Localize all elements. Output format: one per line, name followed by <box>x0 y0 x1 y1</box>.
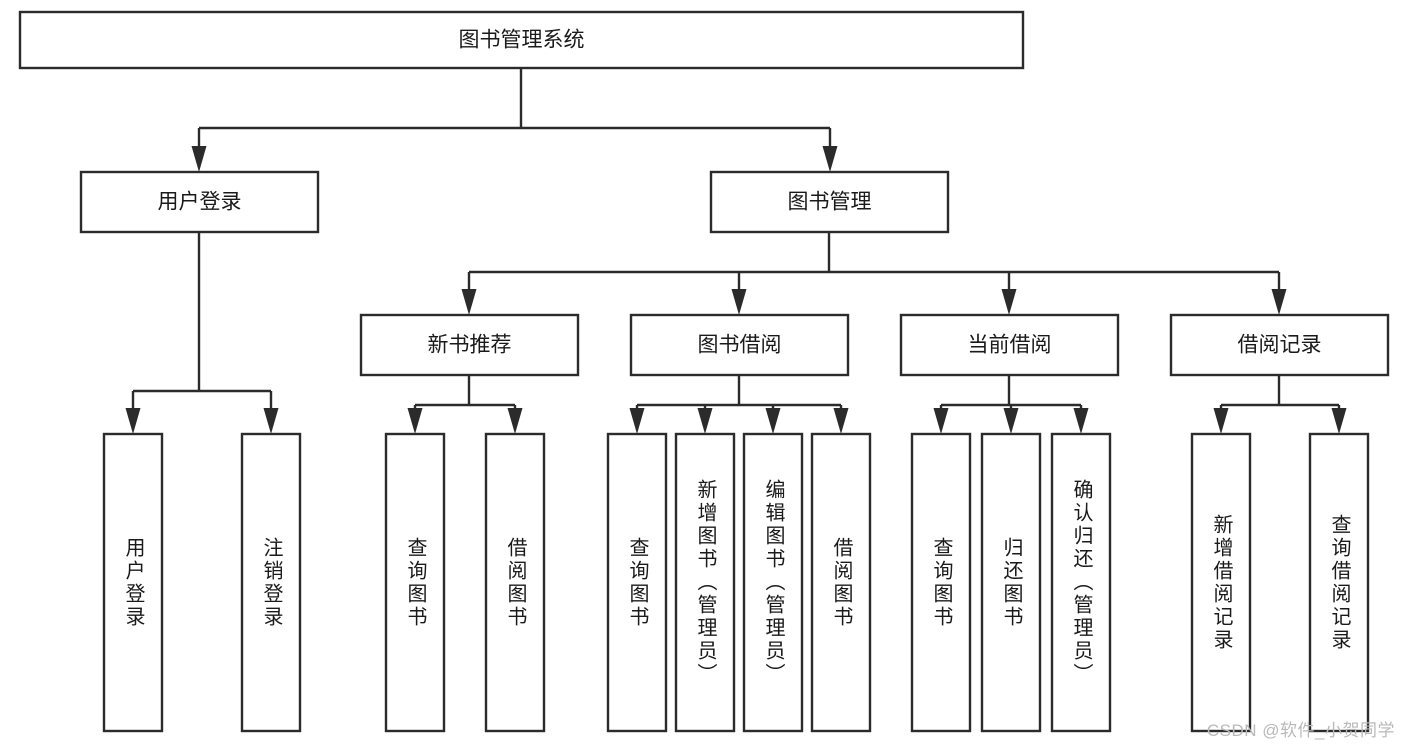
node-label-user-login: 用户登录 <box>158 191 242 214</box>
node-box-root[interactable] <box>18 10 1025 70</box>
conn-borrow-records-to-leaves <box>1213 375 1347 434</box>
arrow-head-icon <box>191 146 207 172</box>
node-box-leaf-borrow-book-rec[interactable] <box>484 432 546 733</box>
conn-new-book-recommend-to-leaves <box>407 375 523 434</box>
node-label-new-book-recommend: 新书推荐 <box>428 334 512 357</box>
node-box-borrow-records[interactable] <box>1169 313 1390 377</box>
node-label-book-management: 图书管理 <box>788 191 872 214</box>
node-box-new-book-recommend[interactable] <box>359 313 580 377</box>
csdn-watermark: CSDN @软件_小贺同学 <box>1206 721 1395 740</box>
conn-root-to-level2 <box>191 68 838 172</box>
arrow-head-icon <box>629 408 645 434</box>
node-box-leaf-query-book-current[interactable] <box>910 432 972 733</box>
arrow-head-icon <box>1331 408 1347 434</box>
arrow-head-icon <box>1003 408 1019 434</box>
node-box-leaf-logout[interactable] <box>240 432 302 733</box>
arrow-head-icon <box>507 408 523 434</box>
arrow-head-icon <box>1271 289 1287 315</box>
connector-layer <box>125 68 1347 434</box>
arrow-head-icon <box>263 408 279 434</box>
arrow-head-icon <box>1001 289 1017 315</box>
arrow-head-icon <box>822 146 838 172</box>
arrow-head-icon <box>407 408 423 434</box>
arrow-head-icon <box>125 408 141 434</box>
node-box-leaf-user-login[interactable] <box>102 432 164 733</box>
node-box-leaf-edit-book[interactable] <box>742 432 804 733</box>
arrow-head-icon <box>765 408 781 434</box>
arrow-head-icon <box>1213 408 1229 434</box>
node-label-borrow-records: 借阅记录 <box>1238 334 1322 357</box>
conn-user-login-to-leaves <box>125 232 279 434</box>
conn-book-borrow-to-leaves <box>629 375 849 434</box>
arrow-head-icon <box>833 408 849 434</box>
node-box-leaf-borrow-book[interactable] <box>810 432 872 733</box>
node-label-book-borrow: 图书借阅 <box>698 334 782 357</box>
conn-book-management-to-level3 <box>461 232 1287 315</box>
node-box-leaf-query-record[interactable] <box>1308 432 1370 733</box>
node-box-leaf-add-record[interactable] <box>1190 432 1252 733</box>
node-box-leaf-confirm-return[interactable] <box>1050 432 1112 733</box>
node-label-root: 图书管理系统 <box>459 29 585 52</box>
node-box-leaf-add-book[interactable] <box>674 432 736 733</box>
node-box-current-borrow[interactable] <box>899 313 1120 377</box>
node-box-user-login[interactable] <box>79 170 320 234</box>
arrow-head-icon <box>697 408 713 434</box>
node-box-book-management[interactable] <box>709 170 950 234</box>
node-box-leaf-query-book-rec[interactable] <box>384 432 446 733</box>
conn-current-borrow-to-leaves <box>933 375 1089 434</box>
node-box-book-borrow[interactable] <box>629 313 850 377</box>
arrow-head-icon <box>461 289 477 315</box>
arrow-head-icon <box>933 408 949 434</box>
node-box-leaf-return-book[interactable] <box>980 432 1042 733</box>
node-label-current-borrow: 当前借阅 <box>968 334 1052 357</box>
node-box-leaf-query-book-borrow[interactable] <box>606 432 668 733</box>
arrow-head-icon <box>1073 408 1089 434</box>
arrow-head-icon <box>731 289 747 315</box>
node-box-layer <box>18 10 1390 733</box>
